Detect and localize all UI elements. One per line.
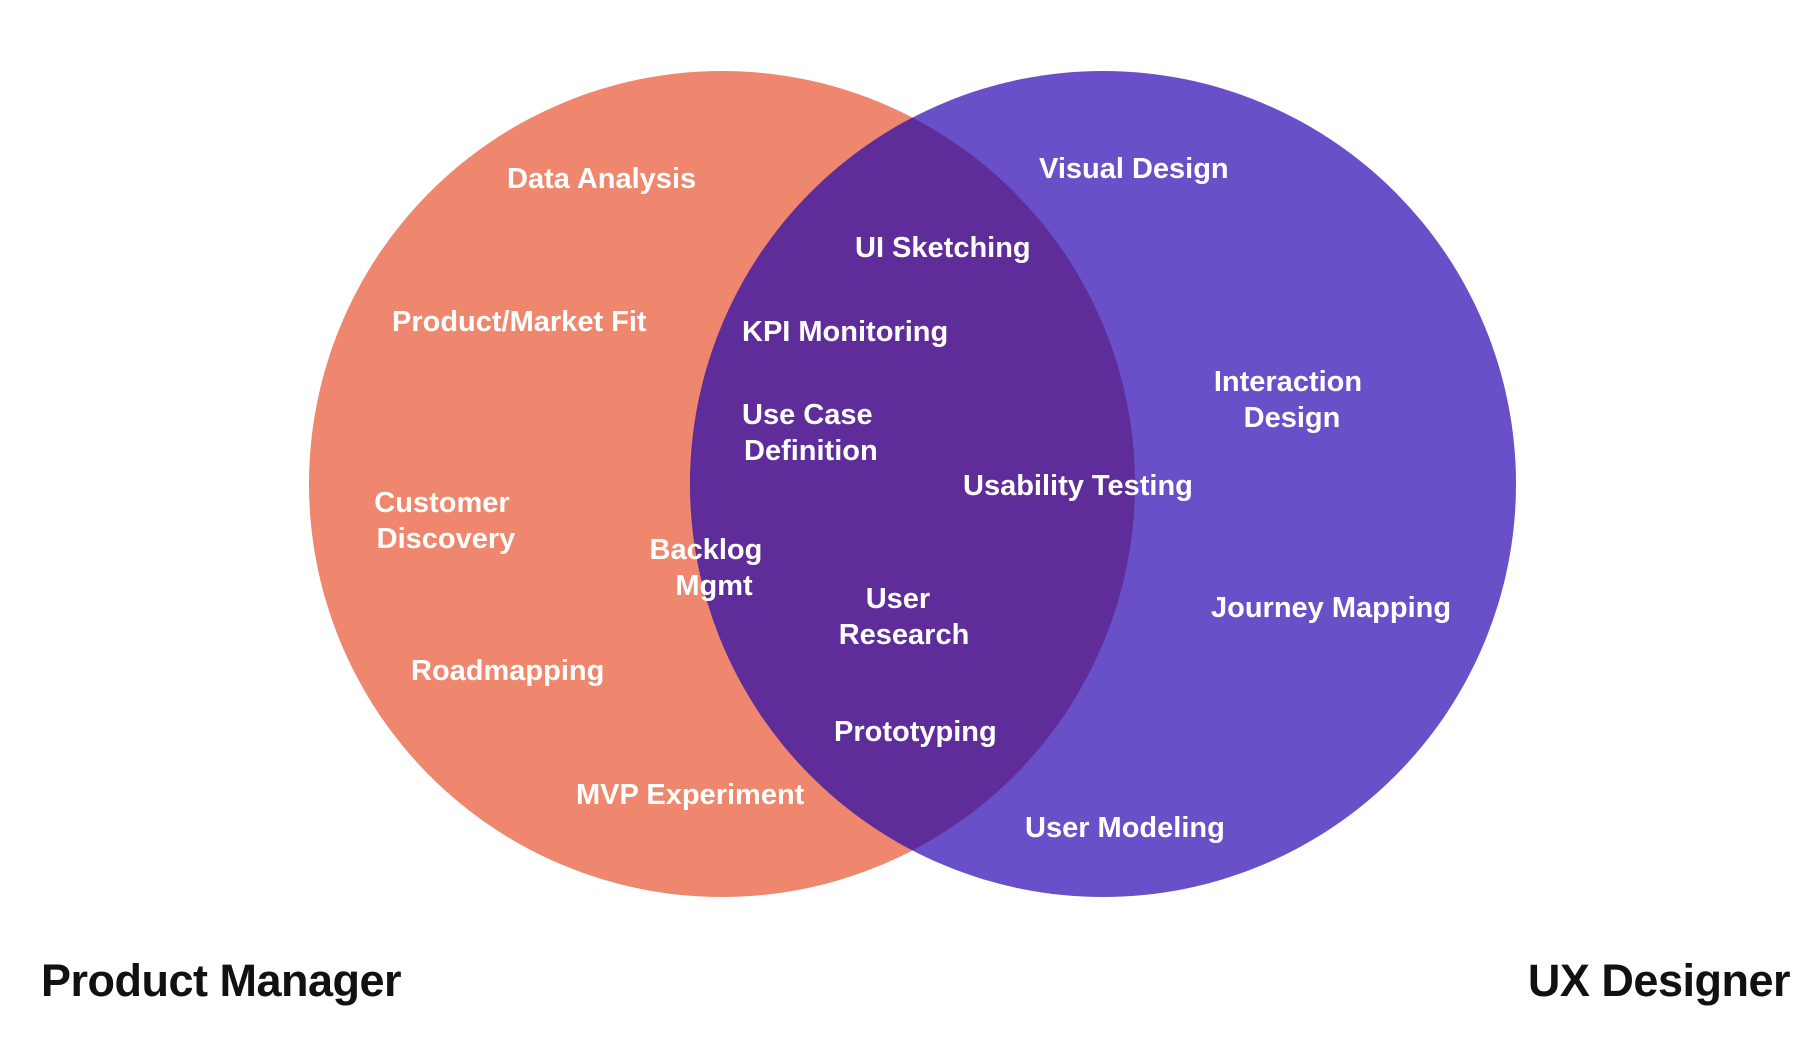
skill-user-research: User Research (839, 583, 970, 651)
skill-backlog-mgmt-line-1: Backlog (650, 534, 763, 566)
skill-backlog-mgmt: Backlog Mgmt (650, 534, 771, 602)
skill-use-case-definition-line-1: Use Case (742, 399, 873, 431)
skill-customer-discovery-line-1: Customer (374, 487, 509, 519)
skill-user-modeling: User Modeling (1025, 812, 1225, 844)
ux-designer-label: UX Designer (1527, 955, 1791, 1006)
skill-use-case-definition: Use Case Definition (742, 399, 881, 467)
skill-backlog-mgmt-line-2: Mgmt (675, 570, 753, 602)
skill-roadmapping: Roadmapping (411, 655, 604, 687)
skill-customer-discovery: Customer Discovery (374, 487, 517, 555)
skill-mvp-experiment: MVP Experiment (576, 779, 805, 811)
skill-interaction-design-line-1: Interaction (1214, 366, 1362, 398)
skill-usability-testing: Usability Testing (963, 470, 1193, 502)
overlap-region (690, 71, 1135, 897)
skill-product-market-fit: Product/Market Fit (392, 306, 647, 338)
skill-visual-design: Visual Design (1039, 153, 1229, 185)
skill-user-research-line-1: User (866, 583, 931, 615)
skill-ui-sketching: UI Sketching (855, 232, 1031, 264)
skill-data-analysis: Data Analysis (507, 163, 696, 195)
skill-prototyping: Prototyping (834, 716, 997, 748)
product-manager-label: Product Manager (41, 955, 402, 1006)
skill-journey-mapping: Journey Mapping (1211, 592, 1451, 624)
skill-interaction-design-line-2: Design (1244, 402, 1341, 434)
skill-interaction-design: Interaction Design (1214, 366, 1370, 434)
skill-kpi-monitoring: KPI Monitoring (742, 316, 948, 348)
skill-customer-discovery-line-2: Discovery (377, 523, 516, 555)
skill-use-case-definition-line-2: Definition (744, 435, 878, 467)
skill-user-research-line-2: Research (839, 619, 970, 651)
